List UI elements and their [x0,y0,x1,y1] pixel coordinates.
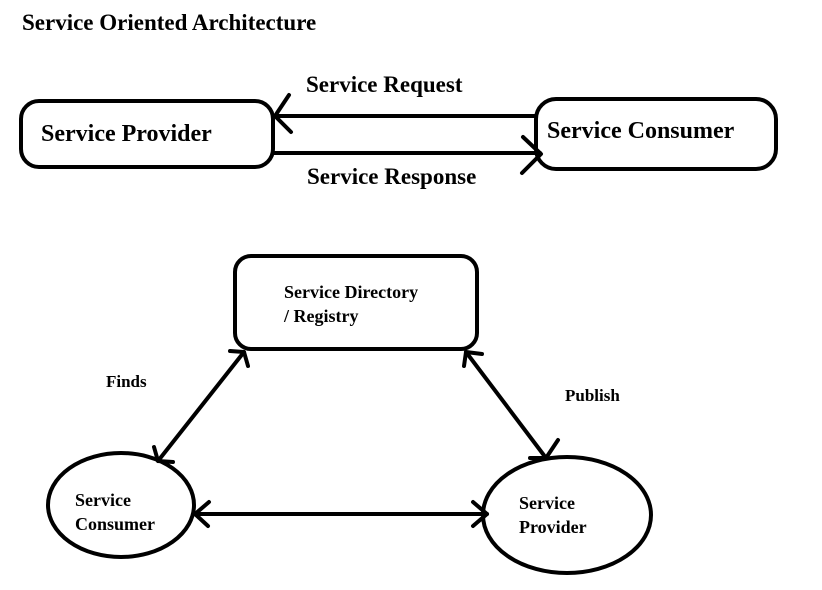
consumer-provider-arrowhead-left [193,500,211,528]
publish-label: Publish [565,386,620,405]
publish-arrowhead-top [462,350,484,368]
service-provider-box [19,99,275,169]
service-directory-label-line1: Service Directory [284,282,419,302]
service-consumer-label: Service Consumer [547,118,735,144]
consumer-ellipse-label-line2: Consumer [75,514,155,534]
page-title: Service Oriented Architecture [22,10,317,35]
consumer-provider-arrowhead-right [471,500,489,528]
finds-arrowhead-top [228,349,250,368]
service-consumer-box [534,97,778,171]
service-request-arrowhead [273,93,293,134]
service-request-label: Service Request [306,72,463,97]
service-response-label: Service Response [307,164,477,189]
publish-arrowhead-bottom [528,438,560,460]
consumer-ellipse-label-line1: Service [75,490,131,510]
provider-ellipse-label-line1: Service [519,493,575,513]
service-response-arrowhead [520,135,543,175]
service-directory-label-line2: / Registry [284,306,359,326]
finds-arrow [156,350,246,463]
service-directory-box [233,254,479,351]
finds-label: Finds [106,372,147,391]
service-provider-ellipse [481,455,653,575]
provider-ellipse-label-line2: Provider [519,517,587,537]
publish-arrow [464,350,548,460]
service-provider-label: Service Provider [41,121,212,147]
service-consumer-ellipse [46,451,196,559]
finds-arrowhead-bottom [152,445,175,464]
